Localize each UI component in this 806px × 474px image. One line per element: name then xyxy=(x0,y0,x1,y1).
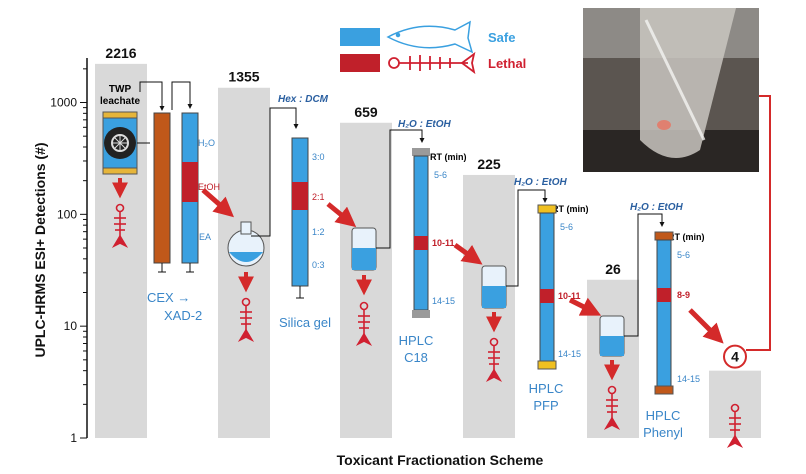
xad2-label: XAD-2 xyxy=(164,308,202,323)
loop-arrow xyxy=(746,92,771,351)
transfer-arrow-4 xyxy=(568,297,602,316)
silica-column xyxy=(291,137,309,287)
c18-label-line2: C18 xyxy=(404,350,428,365)
lethal-fish-icon xyxy=(485,337,503,382)
c18-label-line1: HPLC xyxy=(399,333,434,348)
c18-rt-3: 14-15 xyxy=(432,296,455,306)
phenyl-label-line2: Phenyl xyxy=(643,425,683,440)
step-hplc-phenyl: H₂O : EtOH RT (min) 5-6 8-9 14-15 HPLC P… xyxy=(599,202,705,440)
lethal-fish-icon xyxy=(388,51,476,75)
phenyl-column xyxy=(656,239,672,387)
silica-label: Silica gel xyxy=(279,315,331,330)
c18-rt-1: 5-6 xyxy=(434,170,447,180)
lethal-fish-icon xyxy=(726,403,744,448)
legend-safe-label: Safe xyxy=(488,30,515,45)
phenyl-lethal-band xyxy=(657,288,671,302)
pfp-column xyxy=(539,212,555,362)
x-axis-label: Toxicant Fractionation Scheme xyxy=(337,452,544,468)
xad-eluent-ea: EA xyxy=(199,232,211,242)
c18-column xyxy=(413,155,429,311)
pfp-label-line2: PFP xyxy=(533,398,558,413)
y-tick-label: 1000 xyxy=(50,96,77,110)
y-tick-label: 10 xyxy=(64,319,78,333)
pfp-eluent-header: H₂O : EtOH xyxy=(514,177,567,188)
pfp-rt-1: 5-6 xyxy=(560,222,573,232)
transfer-arrow-5 xyxy=(688,308,724,344)
c18-eluent-header: H₂O : EtOH xyxy=(398,119,451,130)
lethal-fish-icon xyxy=(237,297,255,342)
twp-label-line2: leachate xyxy=(100,96,140,107)
cex-label: CEX → xyxy=(147,290,190,305)
step-twp-leachate: TWP leachate xyxy=(100,84,150,175)
pfp-rt-label: RT (min) xyxy=(552,204,589,214)
y-axis-label: UPLC-HRMS ESI+ Detections (#) xyxy=(32,142,48,357)
xad2-lethal-band xyxy=(182,162,198,202)
toxicity-test-arrows xyxy=(112,178,620,381)
cex-column xyxy=(153,112,171,264)
twp-cartridge-top xyxy=(102,111,138,119)
step-hplc-pfp: H₂O : EtOH RT (min) 5-6 10-11 14-15 HPLC… xyxy=(481,177,589,413)
y-tick-label: 1 xyxy=(70,431,77,445)
value-label-2: 1355 xyxy=(228,69,259,85)
silica-eluent-4: 0:3 xyxy=(312,260,325,270)
c18-rt-label: RT (min) xyxy=(430,152,467,162)
final-step xyxy=(746,92,771,351)
xad-eluent-h2o: H₂O xyxy=(198,138,215,148)
legend-lethal-swatch xyxy=(340,54,380,72)
pfp-lethal-band xyxy=(540,289,554,303)
lethal-fish-icon xyxy=(603,385,621,430)
transfer-arrows xyxy=(201,188,724,344)
vial-photo xyxy=(583,8,759,172)
transfer-arrow-2 xyxy=(326,202,357,228)
silica-lethal-band xyxy=(292,182,308,210)
pfp-rt-3: 14-15 xyxy=(558,349,581,359)
phenyl-eluent-header: H₂O : EtOH xyxy=(630,202,683,213)
c18-lethal-band xyxy=(414,236,428,250)
final-count-circle xyxy=(723,344,747,369)
xad-eluent-etoh: EtOH xyxy=(198,182,220,192)
silica-eluent-1: 3:0 xyxy=(312,152,325,162)
lethal-fish-icon xyxy=(355,301,373,346)
step-hplc-c18: H₂O : EtOH RT (min) 5-6 10-11 14-15 HPLC… xyxy=(351,119,467,365)
silica-eluent-2: 2:1 xyxy=(312,192,325,202)
value-label-4: 225 xyxy=(477,156,501,172)
silica-eluent-header: Hex : DCM xyxy=(278,94,329,105)
transfer-arrow-3 xyxy=(453,242,483,265)
step-xad2: H₂O EtOH EA CEX → XAD-2 xyxy=(139,81,220,323)
twp-label-line1: TWP xyxy=(109,84,132,95)
safe-fish-icon xyxy=(386,20,474,54)
phenyl-rt-label: RT (min) xyxy=(668,232,705,242)
phenyl-rt-2: 8-9 xyxy=(677,290,690,300)
phenyl-label-line1: HPLC xyxy=(646,408,681,423)
bar-5 xyxy=(587,279,639,438)
legend-safe-swatch xyxy=(340,28,380,46)
step-silica: Hex : DCM 3:0 2:1 1:2 0:3 Silica gel xyxy=(227,94,331,330)
pfp-rt-2: 10-11 xyxy=(558,291,581,301)
value-label-1: 2216 xyxy=(105,45,136,61)
value-label-5: 26 xyxy=(605,261,621,277)
twp-cartridge-bottom xyxy=(102,167,138,175)
y-tick-label: 100 xyxy=(57,207,77,221)
value-label-6: 4 xyxy=(731,349,739,365)
silica-eluent-3: 1:2 xyxy=(312,227,325,237)
transfer-arrow-1 xyxy=(201,188,235,218)
c18-rt-2: 10-11 xyxy=(432,238,455,248)
value-label-3: 659 xyxy=(354,104,378,120)
lethal-fish-layer xyxy=(111,203,744,448)
legend: Safe Lethal xyxy=(340,20,526,75)
phenyl-rt-1: 5-6 xyxy=(677,250,690,260)
legend-lethal-label: Lethal xyxy=(488,56,526,71)
pfp-label-line1: HPLC xyxy=(529,381,564,396)
phenyl-rt-3: 14-15 xyxy=(677,374,700,384)
lethal-fish-icon xyxy=(111,203,129,248)
y-axis: 1 10 100 1000 xyxy=(50,58,88,445)
